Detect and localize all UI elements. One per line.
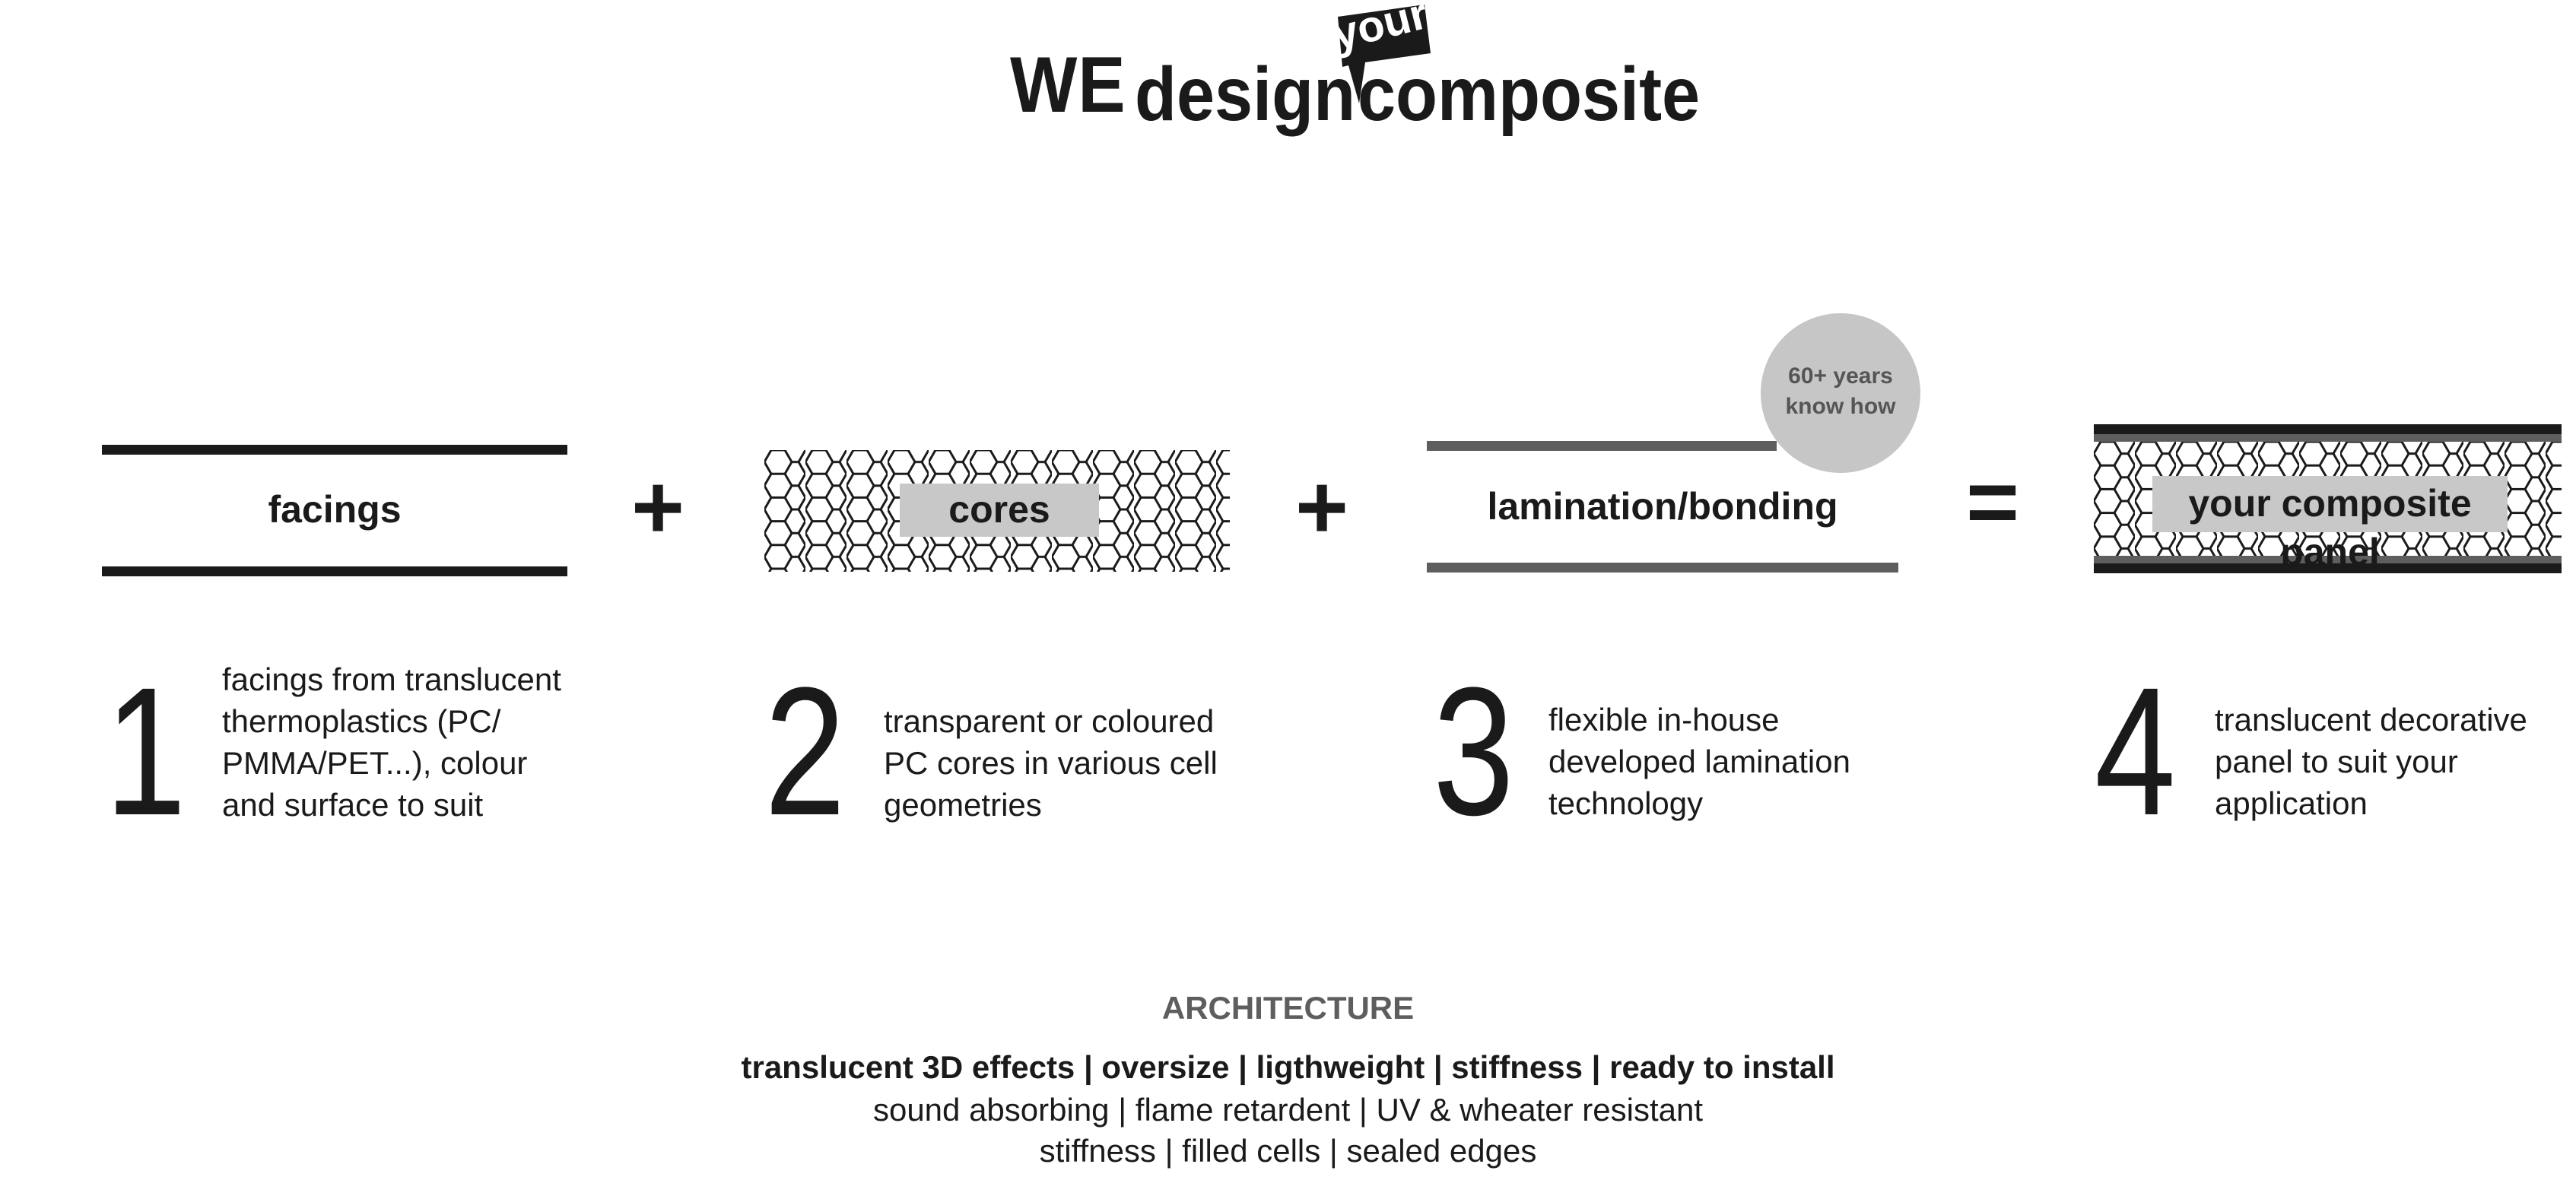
- lamination-top-line: [1427, 441, 1777, 451]
- step-number-1: 1: [105, 649, 186, 853]
- step-number-2: 2: [764, 649, 846, 853]
- experience-badge: [1761, 313, 1920, 473]
- step-number-3: 3: [1433, 649, 1514, 853]
- step-description-1: facings from translucent thermoplastics …: [222, 658, 561, 826]
- plus-sign: +: [631, 456, 685, 558]
- panel-top-facing: [2094, 424, 2562, 434]
- facing-bottom-line: [102, 566, 567, 576]
- cores-label: cores: [948, 488, 1050, 531]
- panel-bottom-facing: [2094, 563, 2562, 573]
- badge-text-line: know how: [1785, 394, 1896, 419]
- features-line: stiffness | filled cells | sealed edges: [1039, 1133, 1537, 1169]
- description-line: translucent decorative: [2215, 702, 2527, 738]
- step-description-4: translucent decorative panel to suit you…: [2215, 699, 2527, 824]
- description-line: technology: [1548, 785, 1704, 821]
- features-line: sound absorbing | flame retardent | UV &…: [872, 1092, 1704, 1128]
- description-line: PMMA/PET...), colour: [222, 745, 528, 781]
- description-line: geometries: [884, 787, 1042, 823]
- panel-bottom-bond: [2094, 556, 2562, 563]
- lamination-bottom-line: [1427, 563, 1898, 573]
- composite-panel-label: your composite panel: [2188, 482, 2472, 573]
- description-line: facings from translucent: [222, 661, 561, 697]
- badge-text-line: 60+ years: [1788, 363, 1893, 389]
- facing-top-line: [102, 445, 567, 455]
- equals-sign: =: [1966, 451, 2020, 553]
- header-word-we: WE: [1010, 41, 1126, 129]
- cores-label-box: [900, 484, 1099, 537]
- step-number-4: 4: [2095, 649, 2176, 853]
- description-line: application: [2215, 785, 2368, 821]
- header-word-design: design: [1135, 52, 1356, 137]
- description-line: thermoplastics (PC/: [222, 703, 501, 739]
- plus-sign: +: [1295, 456, 1349, 558]
- header-word-composite: composite: [1358, 52, 1701, 137]
- panel-top-bond: [2094, 434, 2562, 442]
- panel-label-box: [2152, 476, 2508, 532]
- features-bold-line: translucent 3D effects | oversize | ligt…: [741, 1049, 1835, 1085]
- description-line: panel to suit your: [2215, 744, 2458, 779]
- description-line: transparent or coloured: [884, 703, 1215, 739]
- description-line: PC cores in various cell: [884, 745, 1218, 781]
- step-description-2: transparent or coloured PC cores in vari…: [884, 700, 1218, 826]
- step-description-3: flexible in-house developed lamination t…: [1548, 699, 1850, 824]
- architecture-title: ARCHITECTURE: [1161, 990, 1415, 1026]
- facings-label: facings: [268, 488, 402, 531]
- description-line: and surface to suit: [222, 787, 484, 823]
- description-line: flexible in-house: [1548, 702, 1780, 738]
- lamination-label: lamination/bonding: [1487, 485, 1838, 528]
- description-line: developed lamination: [1548, 744, 1850, 779]
- speech-bubble-icon: [1338, 5, 1431, 103]
